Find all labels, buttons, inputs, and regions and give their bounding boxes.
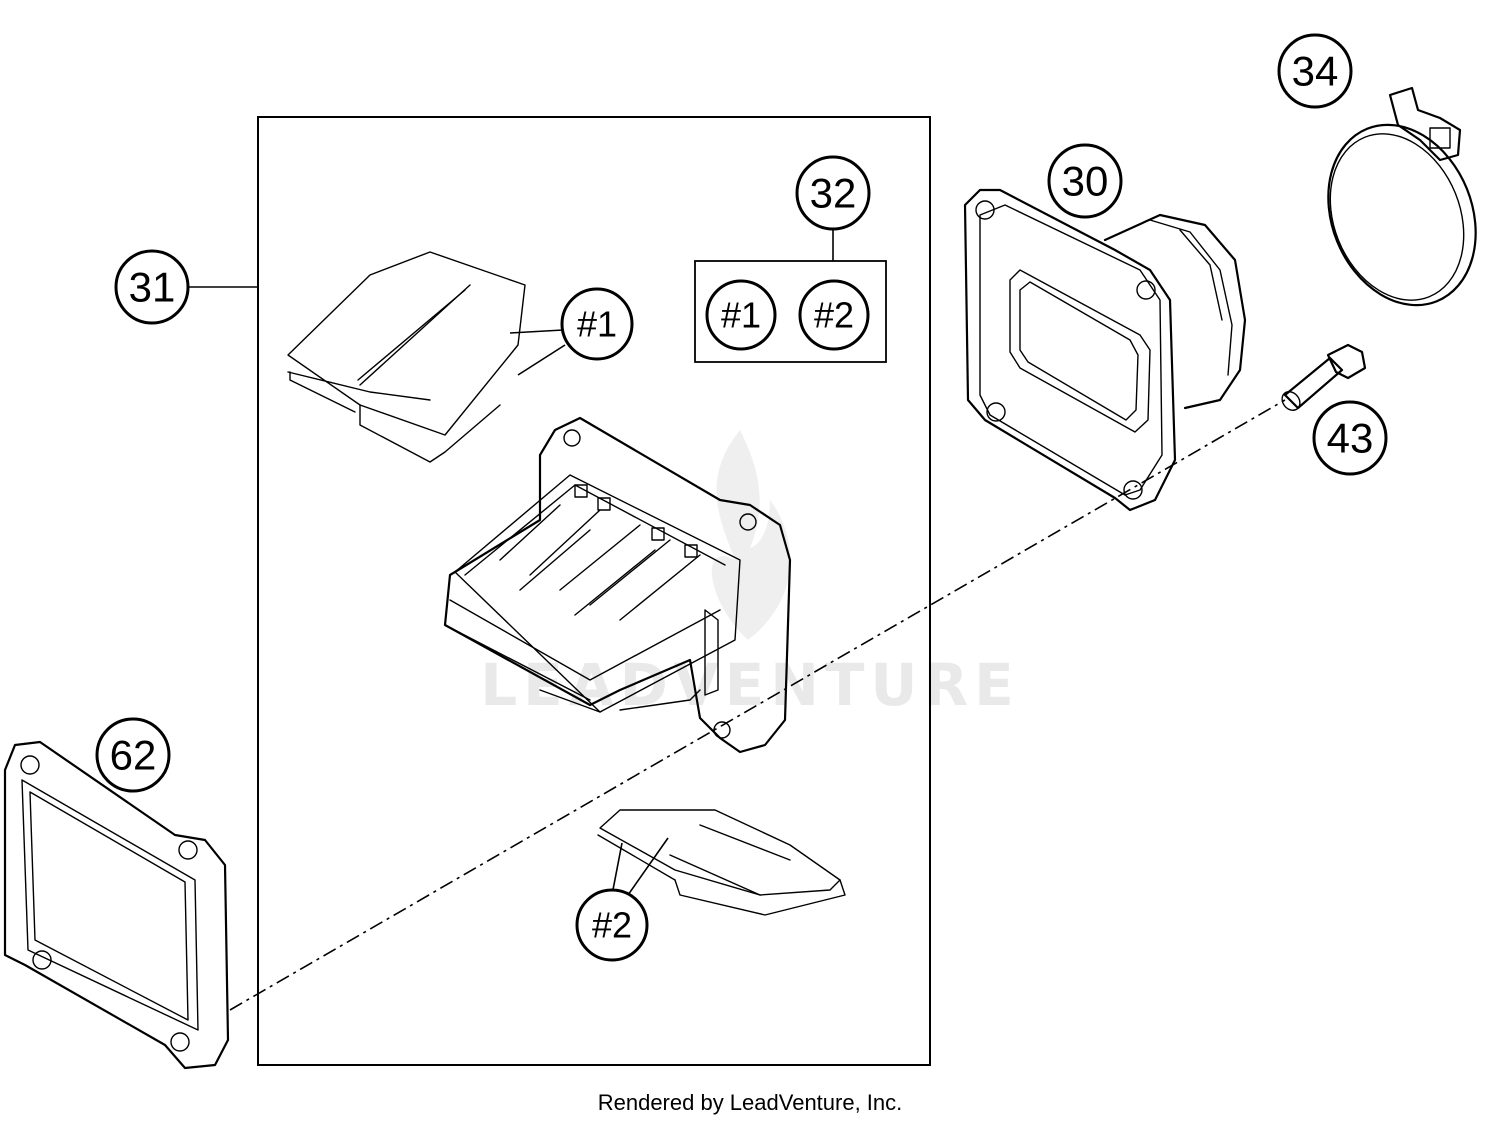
callout-r2-lower: #2 bbox=[575, 888, 649, 962]
callout-43: 43 bbox=[1312, 400, 1388, 476]
callout-r1-kit: #1 bbox=[705, 279, 777, 351]
part-34-hose-clamp bbox=[1327, 86, 1477, 307]
part-43-bolt bbox=[1281, 343, 1367, 411]
part-62-gasket bbox=[3, 740, 230, 1070]
callout-31: 31 bbox=[114, 249, 190, 325]
callout-62: 62 bbox=[95, 717, 171, 793]
callout-r2-kit: #2 bbox=[798, 279, 870, 351]
callout-r1-upper-label: #1 bbox=[577, 304, 617, 345]
callout-32-label: 32 bbox=[810, 170, 857, 217]
callout-34: 34 bbox=[1277, 33, 1353, 109]
leadventure-watermark: LEADVENTURE bbox=[480, 430, 1020, 719]
callout-31-label: 31 bbox=[129, 264, 176, 311]
callout-62-label: 62 bbox=[110, 732, 157, 779]
callout-32: 32 bbox=[795, 155, 871, 231]
lower-reed-petals bbox=[597, 809, 846, 916]
part-30-intake-flange bbox=[963, 188, 1247, 512]
part-32-kit-box bbox=[694, 260, 887, 363]
callout-r2-kit-label: #2 bbox=[814, 295, 854, 336]
callout-30-label: 30 bbox=[1062, 158, 1109, 205]
callout-r1-upper-leader-a bbox=[509, 329, 564, 334]
watermark-text: LEADVENTURE bbox=[480, 651, 1020, 719]
part-31-kit-box bbox=[257, 116, 931, 1066]
upper-reed-petals bbox=[287, 251, 526, 463]
callout-r1-kit-label: #1 bbox=[721, 295, 761, 336]
callout-r2-lower-leader-b bbox=[627, 837, 669, 896]
callout-r2-lower-label: #2 bbox=[592, 905, 632, 946]
callout-r1-upper-leader-b bbox=[517, 344, 566, 376]
render-credit: Rendered by LeadVenture, Inc. bbox=[597, 1090, 903, 1115]
callout-34-label: 34 bbox=[1292, 48, 1339, 95]
reed-valve-block bbox=[443, 416, 792, 754]
callout-r2-lower-leader-a bbox=[611, 842, 623, 896]
callout-30: 30 bbox=[1047, 143, 1123, 219]
callout-43-label: 43 bbox=[1327, 415, 1374, 462]
flame-watermark-icon bbox=[711, 430, 791, 640]
callout-r1-upper: #1 bbox=[560, 287, 634, 361]
